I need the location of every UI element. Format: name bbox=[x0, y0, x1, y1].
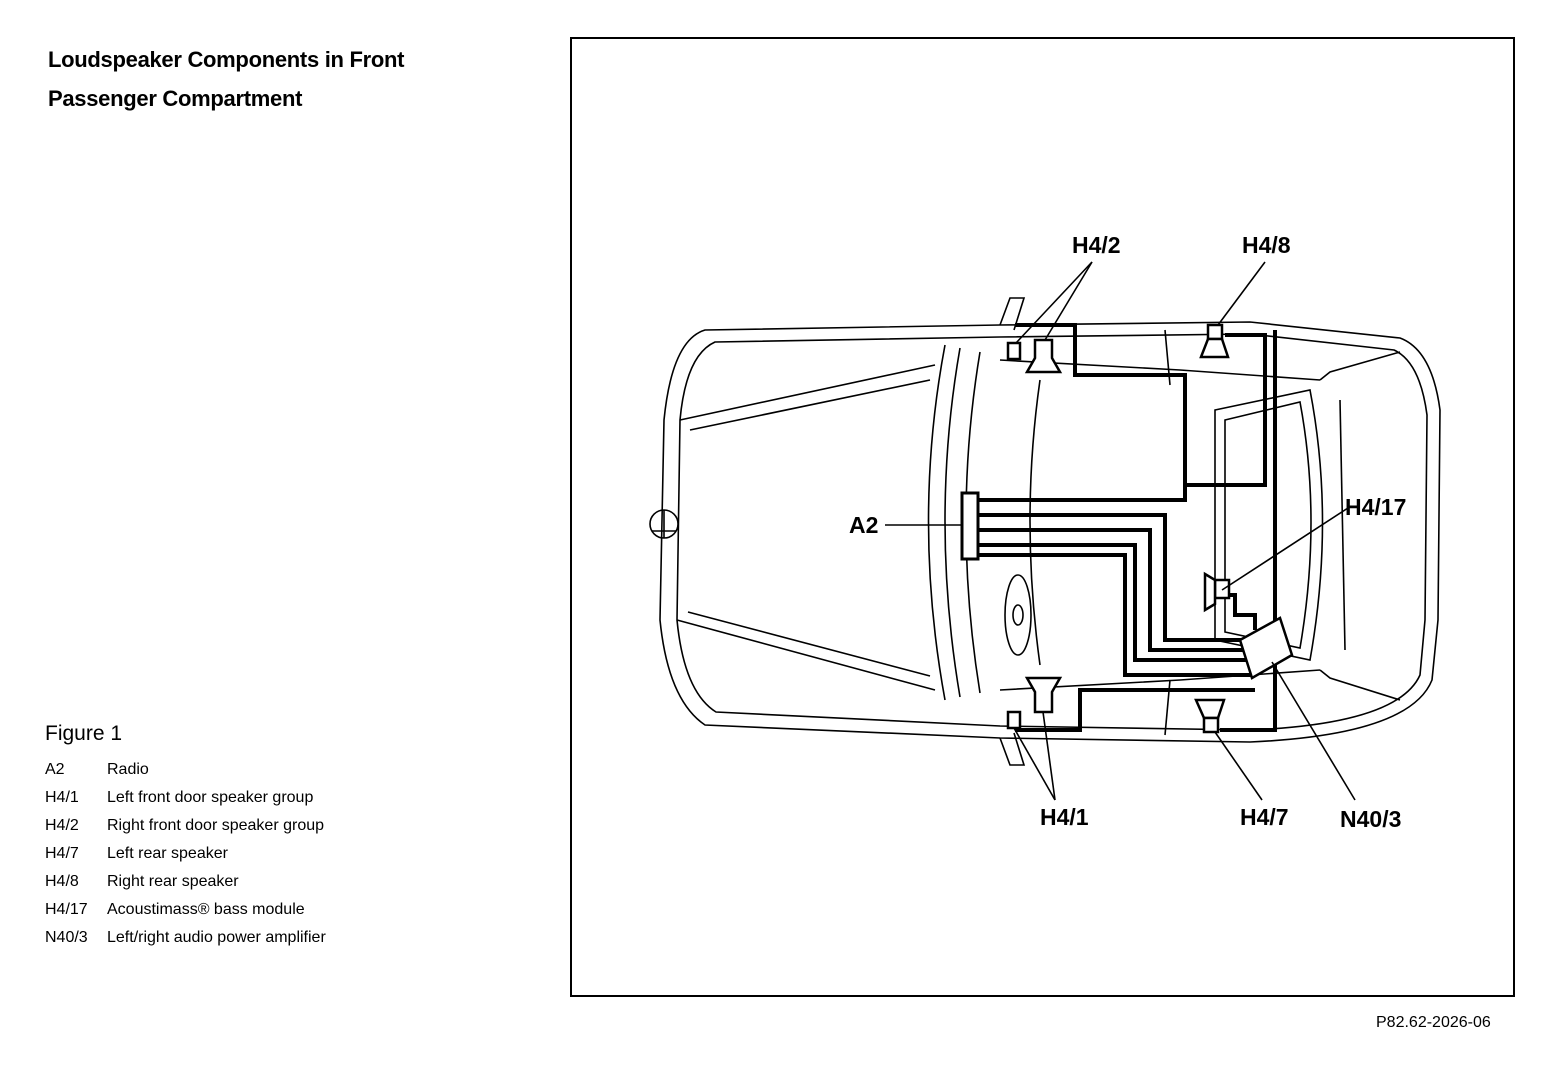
bass-module bbox=[1203, 571, 1231, 613]
legend-item: H4/7 Left rear speaker bbox=[45, 840, 465, 868]
drawing-reference-number: P82.62-2026-06 bbox=[1376, 1014, 1491, 1031]
callout-h4-7: H4/7 bbox=[1240, 804, 1289, 830]
legend-desc: Right front door speaker group bbox=[107, 817, 325, 834]
callout-n40-3: N40/3 bbox=[1340, 806, 1401, 832]
legend-code: A2 bbox=[45, 761, 65, 778]
legend-item: N40/3 Left/right audio power amplifier bbox=[45, 924, 465, 952]
amplifier bbox=[1238, 616, 1294, 680]
legend-code: H4/17 bbox=[45, 901, 88, 918]
legend-item: H4/1 Left front door speaker group bbox=[45, 784, 465, 812]
legend: Figure 1 A2 Radio H4/1 Left front door spe… bbox=[45, 722, 465, 952]
callout-a2: A2 bbox=[849, 512, 878, 538]
legend-code: H4/2 bbox=[45, 817, 79, 834]
callout-h4-2: H4/2 bbox=[1072, 232, 1121, 258]
legend-code: H4/8 bbox=[45, 873, 79, 890]
page-title: Loudspeaker Components in Front Passenge… bbox=[48, 40, 468, 118]
legend-item: A2 Radio bbox=[45, 756, 465, 784]
legend-item: H4/8 Right rear speaker bbox=[45, 868, 465, 896]
left-front-door-speaker-group bbox=[1006, 676, 1063, 730]
wiring-harness bbox=[975, 323, 1277, 732]
legend-code: N40/3 bbox=[45, 929, 88, 946]
legend-item: H4/2 Right front door speaker group bbox=[45, 812, 465, 840]
title-line-2: Passenger Compartment bbox=[48, 86, 303, 111]
legend-desc: Left rear speaker bbox=[107, 845, 228, 862]
callout-h4-1: H4/1 bbox=[1040, 804, 1089, 830]
legend-desc: Radio bbox=[107, 761, 149, 778]
leader-lines bbox=[885, 261, 1356, 801]
right-front-door-speaker-group bbox=[1006, 338, 1063, 374]
legend-heading: Figure 1 bbox=[45, 722, 123, 745]
radio-a2 bbox=[960, 491, 980, 561]
legend-code: H4/7 bbox=[45, 845, 79, 862]
diagram-frame bbox=[570, 37, 1515, 997]
left-rear-speaker bbox=[1194, 698, 1226, 734]
legend-desc: Left front door speaker group bbox=[107, 789, 314, 806]
right-rear-speaker bbox=[1199, 323, 1230, 359]
legend-desc: Right rear speaker bbox=[107, 873, 239, 890]
callout-h4-17: H4/17 bbox=[1345, 494, 1406, 520]
legend-desc: Left/right audio power amplifier bbox=[107, 929, 326, 946]
legend-code: H4/1 bbox=[45, 789, 79, 806]
title-line-1: Loudspeaker Components in Front bbox=[48, 47, 405, 72]
legend-desc: Acoustimass® bass module bbox=[107, 901, 305, 918]
legend-item: H4/17 Acoustimass® bass module bbox=[45, 896, 465, 924]
callout-h4-8: H4/8 bbox=[1242, 232, 1291, 258]
